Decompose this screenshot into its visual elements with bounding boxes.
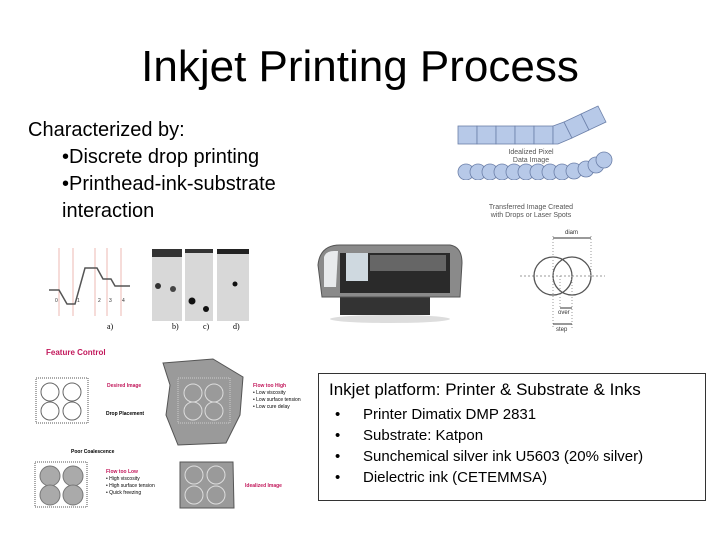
phase-label: 3 — [109, 298, 112, 304]
pixel-caption: Idealized Pixel Data Image — [486, 149, 576, 165]
drop-formation-figure: 0 1 2 3 4 a) b) c) d) — [45, 246, 255, 336]
bullet-printhead: •Printhead-ink-substrate — [62, 173, 276, 195]
slide-title: Inkjet Printing Process — [141, 42, 579, 91]
drop-overlap-figure: diam over step — [510, 228, 610, 343]
bullet-discrete-drop: •Discrete drop printing — [62, 146, 260, 168]
drops-caption: Transferred Image Created with Drops or … — [466, 204, 596, 220]
platform-heading: Inkjet platform: Printer & Substrate & I… — [329, 380, 641, 399]
feature-control-title: Feature Control — [46, 348, 106, 357]
flow-high-item: • Low cure delay — [253, 404, 290, 410]
caption-line: Data Image — [512, 157, 550, 164]
drop-waveform-diagram — [49, 248, 249, 321]
step-label: step — [556, 327, 568, 333]
label-d: d) — [233, 322, 240, 331]
platform-list: Printer Dimatix DMP 2831 Substrate: Katp… — [329, 404, 695, 488]
platform-box: Inkjet platform: Printer & Substrate & I… — [318, 373, 706, 501]
printer-illustration — [317, 244, 463, 323]
flow-high-item: • Low viscosity — [253, 390, 286, 396]
over-label: over — [558, 310, 570, 316]
drop-placement-label: Drop Placement — [106, 411, 145, 417]
pixel-drop-figure: Idealized Pixel Data Image Transferred I… — [446, 100, 636, 220]
pixel-drop-diagram — [457, 105, 613, 181]
idealized-image-label: Idealized Image — [245, 483, 282, 489]
diam-label: diam — [565, 230, 579, 236]
platform-item: Dielectric ink (CETEMMSA) — [329, 467, 695, 488]
platform-item: Sunchemical silver ink U5603 (20% silver… — [329, 446, 695, 467]
flow-low-title: Flow too Low — [106, 469, 138, 475]
flow-low-item: • High surface tension — [106, 483, 155, 489]
feature-control-figure: Feature Control Desired Image Drop Place… — [28, 345, 318, 525]
phase-label: 2 — [98, 298, 101, 304]
flow-high-item: • Low surface tension — [253, 397, 301, 403]
flow-low-note: Flow too Low • High viscosity • High sur… — [106, 469, 155, 497]
bullet-interaction: interaction — [62, 200, 155, 222]
phase-label: 4 — [122, 298, 125, 304]
caption-line: Idealized Pixel — [508, 149, 554, 156]
label-b: b) — [172, 322, 179, 331]
label-a: a) — [107, 322, 114, 331]
desired-image-label: Desired Image — [107, 383, 142, 389]
printer-image — [310, 235, 470, 325]
platform-item: Printer Dimatix DMP 2831 — [329, 404, 695, 425]
flow-high-title: Flow too High — [253, 383, 287, 389]
feature-control-diagram — [34, 358, 244, 509]
overlap-diagram — [520, 236, 605, 328]
poor-coalescence-label: Poor Coalescence — [71, 449, 115, 455]
caption-line: Transferred Image Created — [488, 204, 574, 211]
flow-low-item: • Quick freezing — [106, 490, 142, 496]
phase-label: 1 — [77, 298, 80, 304]
platform-item: Substrate: Katpon — [329, 425, 695, 446]
flow-high-note: Flow too High • Low viscosity • Low surf… — [253, 383, 301, 411]
caption-line: with Drops or Laser Spots — [490, 212, 572, 219]
characteristics-list: Characterized by: •Discrete drop printin… — [28, 117, 276, 225]
flow-low-item: • High viscosity — [106, 476, 140, 482]
label-c: c) — [203, 322, 210, 331]
characteristics-heading: Characterized by: — [28, 119, 185, 141]
phase-label: 0 — [55, 298, 58, 304]
